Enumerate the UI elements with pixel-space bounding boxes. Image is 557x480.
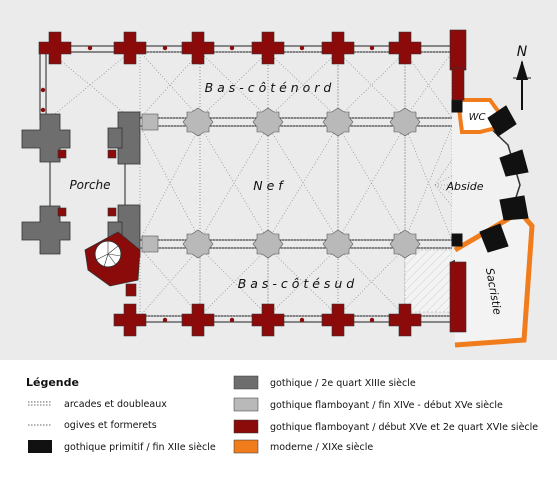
apse-wall-piers (449, 29, 467, 333)
arcade-pier-stub (141, 235, 159, 253)
wall-dot (40, 87, 46, 93)
rib (139, 125, 201, 241)
legend-title: Légende (26, 376, 79, 389)
wall-dot (162, 45, 168, 51)
porch-label: Porche (69, 178, 110, 192)
arcade-pier (182, 107, 214, 137)
arcade-pier (389, 107, 421, 137)
rib (267, 125, 339, 241)
arcade-pier-stub (141, 113, 159, 131)
porch-corner-red (57, 149, 117, 217)
legend-swatch-black (28, 440, 52, 453)
rib (139, 247, 201, 317)
rib (199, 125, 269, 241)
wall-dot (299, 317, 305, 323)
north-pier (388, 31, 422, 65)
formeret (404, 125, 453, 241)
formeret (199, 247, 269, 317)
rib (404, 125, 453, 241)
wc-label: WC (469, 112, 486, 123)
north-pier (38, 31, 72, 65)
arcade-pier (322, 107, 354, 137)
north-wall-piers (38, 31, 422, 323)
rib (199, 247, 269, 317)
north-pier (321, 31, 355, 65)
rib (337, 51, 406, 119)
wall-dot (229, 45, 235, 51)
arcade-pier (322, 229, 354, 259)
formeret (267, 125, 339, 241)
rib (139, 125, 201, 241)
formeret (199, 125, 269, 241)
legend-swatch-dark-gray (233, 375, 259, 390)
rib (337, 247, 406, 317)
wall-dot (162, 317, 168, 323)
wall-dot (40, 107, 46, 113)
north-arrow-letter: N (517, 44, 528, 60)
legend-background (0, 360, 557, 480)
wall-dot (87, 45, 93, 51)
legend-swatch-dark-red (233, 419, 259, 434)
formeret (199, 51, 269, 119)
rib (267, 51, 339, 119)
rib (337, 51, 406, 119)
arcade-pier (389, 229, 421, 259)
arcade-pier (182, 229, 214, 259)
formeret (404, 51, 453, 119)
nave-label: N e f (253, 178, 284, 193)
wall-dot (229, 317, 235, 323)
south-pier (251, 303, 285, 337)
rib (199, 51, 269, 119)
south-pier (181, 303, 215, 337)
legend-item-arcades: arcades et doubleaux (64, 399, 167, 410)
arcade-piers (141, 107, 421, 259)
wall-dot (369, 45, 375, 51)
north-pier (181, 31, 215, 65)
rib (267, 247, 339, 317)
legend-item-flamboyant-15: gothique flamboyant / début XVe et 2e qu… (270, 422, 538, 433)
rib (49, 51, 131, 119)
formeret (337, 247, 406, 317)
arcade-pier (252, 229, 284, 259)
legend-item-moderne: moderne / XIXe siècle (270, 442, 373, 453)
rib (337, 247, 406, 317)
apse-label: Abside (445, 180, 483, 193)
rib (199, 51, 269, 119)
north-arrow: N (513, 44, 531, 110)
south-pier (113, 303, 147, 337)
rib (337, 125, 406, 241)
legend-item-ogives: ogives et formerets (64, 420, 157, 431)
rib (404, 125, 453, 241)
arcade-pier (252, 107, 284, 137)
south-aisle-label: B a s - c ô t é s u d (238, 276, 355, 291)
legend: Légende arcades et doubleaux ogives et f… (26, 375, 538, 454)
north-pier (113, 31, 147, 65)
formeret (267, 51, 339, 119)
wall-dot (299, 45, 305, 51)
north-aisle-label: B a s - c ô t é n o r d (205, 80, 332, 95)
apse-hatched-area (404, 249, 453, 313)
apse-buttresses (451, 99, 529, 253)
legend-swatch-orange (233, 439, 259, 454)
stair-tower (84, 231, 141, 297)
legend-item-gothique-13: gothique / 2e quart XIIIe siècle (270, 378, 416, 389)
legend-item-gothique-primitif: gothique primitif / fin XIIe siècle (64, 442, 216, 453)
south-wall-piers (113, 303, 422, 337)
wall-dot (369, 317, 375, 323)
south-pier (388, 303, 422, 337)
legend-swatch-light-gray (233, 397, 259, 412)
south-pier (321, 303, 355, 337)
legend-item-flamboyant-14: gothique flamboyant / fin XIVe - début X… (270, 400, 503, 411)
north-pier (251, 31, 285, 65)
